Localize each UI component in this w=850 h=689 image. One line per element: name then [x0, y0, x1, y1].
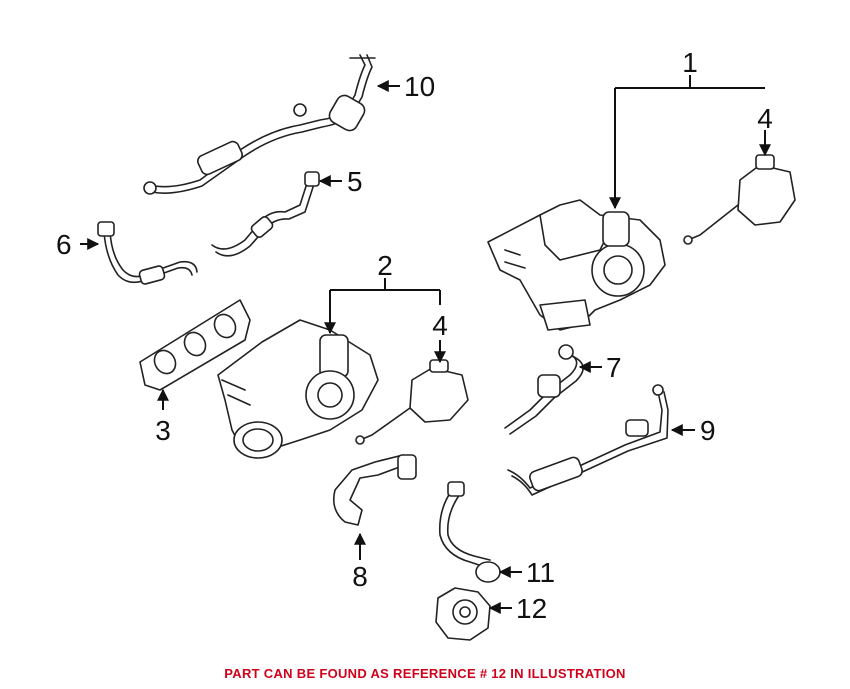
part-1-turbocharger — [487, 199, 666, 331]
callout-4-upper: 4 — [757, 103, 773, 134]
part-6-pipe — [97, 221, 198, 285]
part-2-turbocharger — [217, 319, 379, 459]
callout-7: 7 — [606, 352, 622, 383]
callout-1: 1 — [682, 47, 698, 78]
part-12-valve — [435, 587, 491, 641]
callout-4-lower: 4 — [432, 310, 448, 341]
callout-9: 9 — [700, 415, 716, 446]
callout-2: 2 — [377, 250, 393, 281]
part-4-actuator-upper — [683, 154, 796, 245]
callout-11: 11 — [526, 557, 555, 588]
part-4-actuator-lower — [355, 359, 469, 445]
part-5-pipe — [211, 171, 320, 257]
part-11-hose — [438, 481, 501, 583]
callout-8: 8 — [352, 561, 368, 592]
reference-note: PART CAN BE FOUND AS REFERENCE # 12 IN I… — [224, 666, 626, 681]
callout-6: 6 — [56, 229, 72, 260]
callout-3: 3 — [155, 415, 171, 446]
callout-5: 5 — [347, 166, 363, 197]
part-7-pipe — [504, 344, 584, 435]
leader-lines — [80, 75, 771, 614]
callout-10: 10 — [404, 71, 435, 102]
part-10-line — [143, 54, 376, 195]
part-3-gasket — [139, 299, 251, 391]
part-9-line — [507, 384, 669, 496]
part-8-hose — [332, 454, 417, 526]
callout-12: 12 — [516, 593, 547, 624]
